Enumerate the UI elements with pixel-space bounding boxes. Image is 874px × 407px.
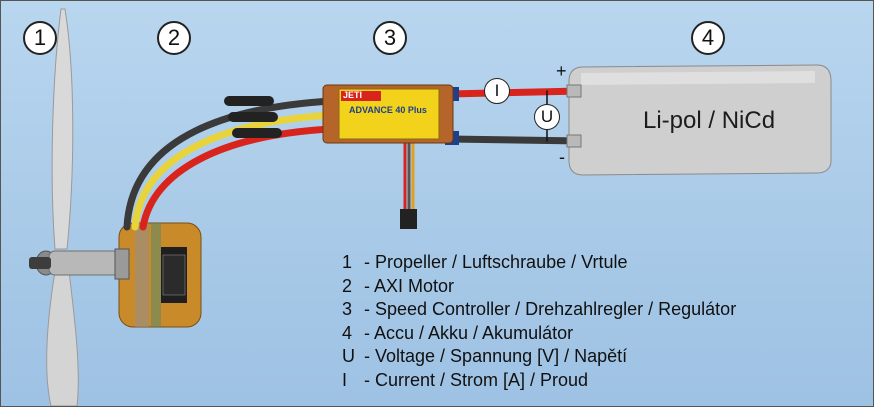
motor [114,222,202,328]
callout-motor: 2 [157,21,191,55]
legend-key: 2 [342,275,353,296]
legend-item: 3 - Speed Controller / Drehzahlregler / R… [342,298,736,322]
callout-controller: 3 [373,21,407,55]
legend-item: 2 - AXI Motor [342,275,736,299]
plus-sign: + [556,61,567,81]
speed-controller [322,84,454,144]
voltage-meter: U [534,104,560,130]
controller-brand: JETI [343,90,363,100]
legend: 1 - Propeller / Luftschraube / Vrtule 2 - … [342,251,736,393]
legend-item: 4 - Accu / Akku / Akumulátor [342,322,736,346]
legend-text: - Propeller / Luftschraube / Vrtule [364,252,628,272]
legend-item: 1 - Propeller / Luftschraube / Vrtule [342,251,736,275]
legend-text: - Speed Controller / Drehzahlregler / Re… [364,299,737,320]
servo-lead [400,139,417,229]
controller-model: ADVANCE 40 Plus [349,105,427,115]
legend-item: I - Current / Strom [A] / Proud [342,369,736,393]
legend-key: U [342,346,355,367]
legend-text: - AXI Motor [364,275,455,296]
legend-item: U - Voltage / Spannung [V] / Napětí [342,345,736,369]
battery-pack [566,64,832,176]
legend-text: - Voltage / Spannung [V] / Napětí [364,346,628,367]
battery-label: Li-pol / NiCd [643,107,776,134]
current-meter: I [484,78,510,104]
legend-key: I [342,369,348,390]
legend-text: - Accu / Akku / Akumulátor [364,322,574,343]
callout-battery: 4 [691,21,725,55]
legend-key: 4 [342,322,353,343]
legend-key: 1 [342,252,353,272]
legend-key: 3 [342,299,353,320]
motor-wires [123,96,335,231]
minus-sign: - [559,147,565,167]
propeller [29,8,120,406]
callout-propeller: 1 [23,21,57,55]
legend-text: - Current / Strom [A] / Proud [364,369,589,390]
battery-leads [445,87,585,145]
